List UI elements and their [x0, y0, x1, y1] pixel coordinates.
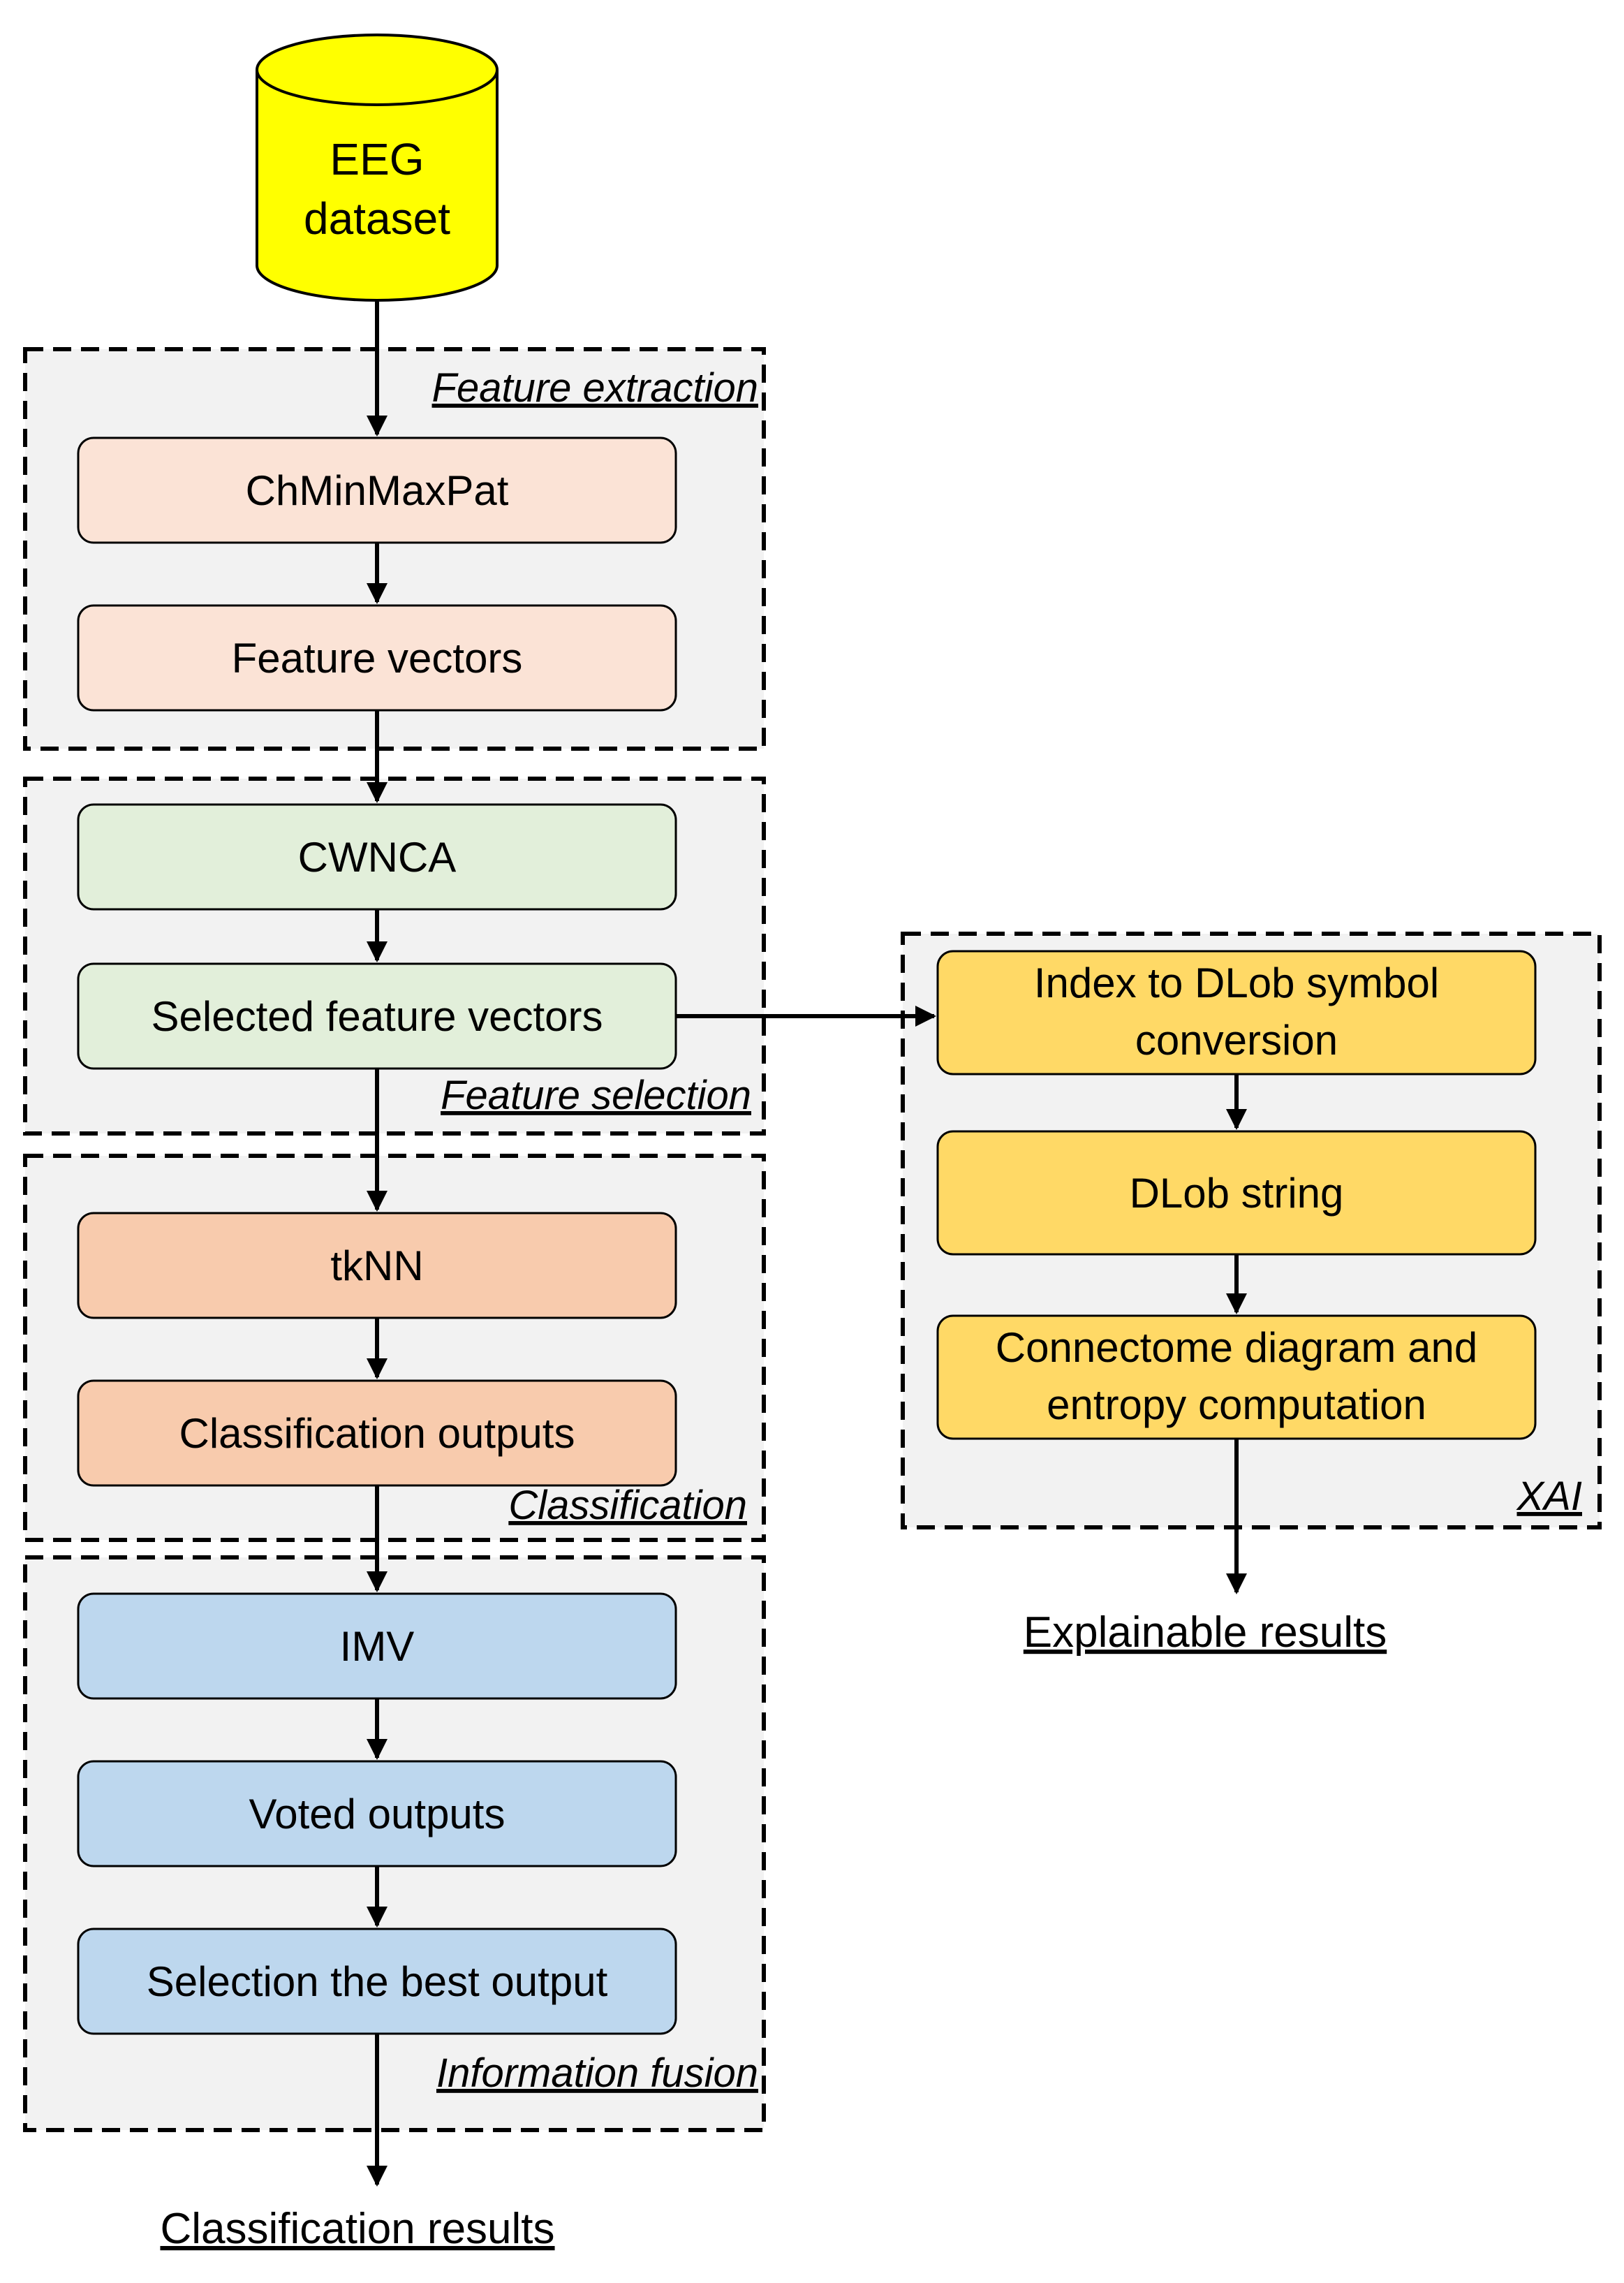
box-index-to-dlob-line2: conversion: [1135, 1017, 1338, 1064]
output-explainable-results: Explainable results: [1024, 1608, 1387, 1657]
group-title-feature-selection: Feature selection: [441, 1073, 751, 1118]
group-title-xai: XAI: [1516, 1474, 1583, 1519]
box-tknn-label: tkNN: [330, 1242, 423, 1289]
box-classification-outputs-label: Classification outputs: [179, 1410, 575, 1457]
output-classification-results: Classification results: [160, 2205, 554, 2253]
box-selection-best-output-label: Selection the best output: [147, 1958, 608, 2005]
box-selected-feature-vectors-label: Selected feature vectors: [151, 993, 603, 1040]
database-label-line1: EEG: [330, 134, 424, 184]
group-title-classification: Classification: [508, 1483, 747, 1528]
box-voted-outputs-label: Voted outputs: [249, 1791, 505, 1837]
box-feature-vectors-label: Feature vectors: [232, 635, 523, 682]
box-connectome-line2: entropy computation: [1047, 1381, 1426, 1428]
box-chminmaxpat-label: ChMinMaxPat: [246, 467, 509, 514]
box-dlob-string-label: DLob string: [1130, 1170, 1344, 1217]
group-title-feature-extraction: Feature extraction: [432, 365, 758, 411]
box-connectome-line1: Connectome diagram and: [996, 1324, 1477, 1371]
box-imv-label: IMV: [340, 1623, 415, 1670]
box-cwnca-label: CWNCA: [298, 834, 457, 881]
box-index-to-dlob-line1: Index to DLob symbol: [1034, 960, 1439, 1006]
database-label-line2: dataset: [304, 193, 450, 244]
eeg-dataset-database: EEG dataset: [256, 34, 499, 302]
group-title-information-fusion: Information fusion: [436, 2050, 758, 2096]
